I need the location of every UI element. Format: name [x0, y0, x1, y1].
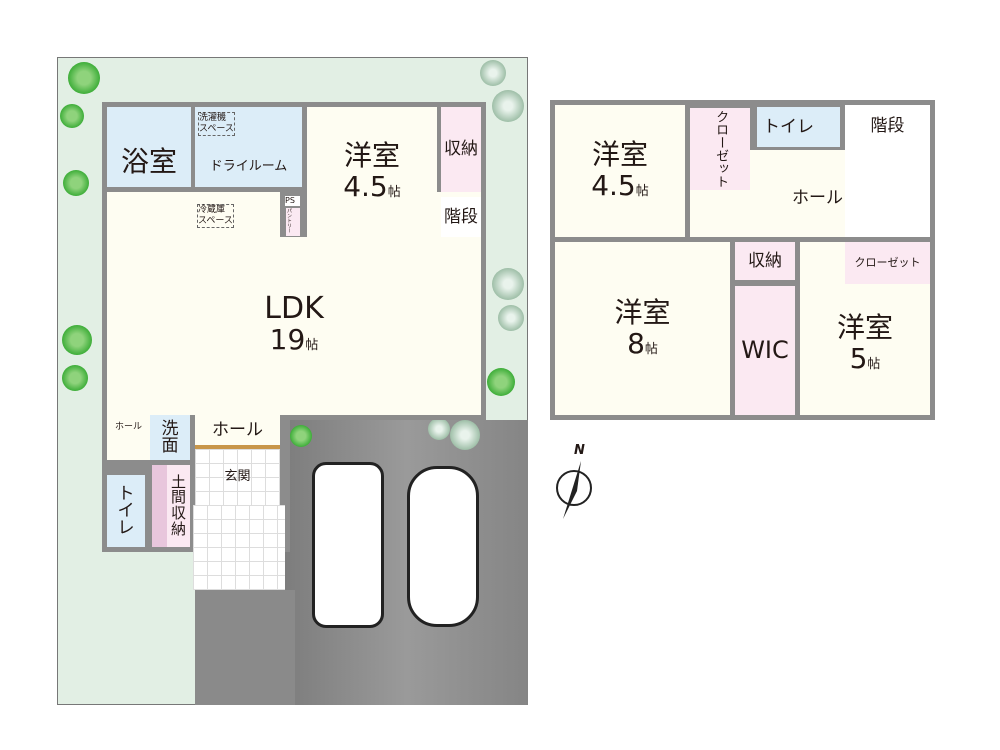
tree-icon — [492, 90, 524, 122]
tree-icon — [60, 104, 84, 128]
toilet-1f: トイレ — [107, 475, 145, 547]
tree-icon — [487, 368, 515, 396]
hall-small: ホール — [107, 415, 150, 460]
storage-2f: 収納 — [735, 242, 795, 280]
driveway — [195, 590, 295, 705]
car — [312, 462, 384, 628]
tree-icon — [492, 268, 524, 300]
closet-2f-2: クローゼット — [845, 242, 930, 284]
tree-icon — [480, 60, 506, 86]
tree-icon — [63, 170, 89, 196]
tree-icon — [290, 425, 312, 447]
hall-1f: ホール — [195, 415, 280, 445]
washer-space: 洗濯機 スペース — [198, 112, 235, 136]
bathroom: 浴室 — [107, 107, 191, 187]
walk-in-closet: WIC — [735, 286, 795, 415]
western-room-2f-8: 洋室 8帖 — [555, 242, 730, 415]
tree-icon — [450, 420, 480, 450]
tree-icon — [62, 365, 88, 391]
compass-north-label: N — [574, 443, 585, 458]
ps: PS — [285, 196, 300, 206]
entrance: 玄関 — [195, 445, 280, 505]
tree-icon — [62, 325, 92, 355]
fridge-space: 冷蔵庫 スペース — [197, 204, 234, 228]
western-room-2f-4-5: 洋室 4.5帖 — [555, 105, 685, 237]
stairs-1f: 階段 — [441, 197, 481, 237]
stairs-2f: 階段 — [845, 105, 930, 237]
compass-needle-icon — [563, 461, 581, 519]
tree-icon — [498, 305, 524, 331]
toilet-2f: トイレ — [757, 107, 840, 147]
compass-icon — [556, 470, 592, 506]
tree-icon — [68, 62, 100, 94]
pantry: パントリー — [286, 208, 300, 236]
tree-icon — [428, 418, 450, 440]
washroom: 洗面 — [150, 415, 190, 460]
car — [407, 466, 479, 627]
storage-1f: 収納 — [441, 107, 481, 192]
porch — [193, 505, 285, 590]
western-room-1f: 洋室 4.5帖 — [307, 107, 437, 237]
entry-storage: 土間収納 — [152, 465, 190, 547]
closet-2f-1: クローゼット — [690, 108, 750, 190]
dry-room: ドライルーム — [195, 107, 302, 187]
